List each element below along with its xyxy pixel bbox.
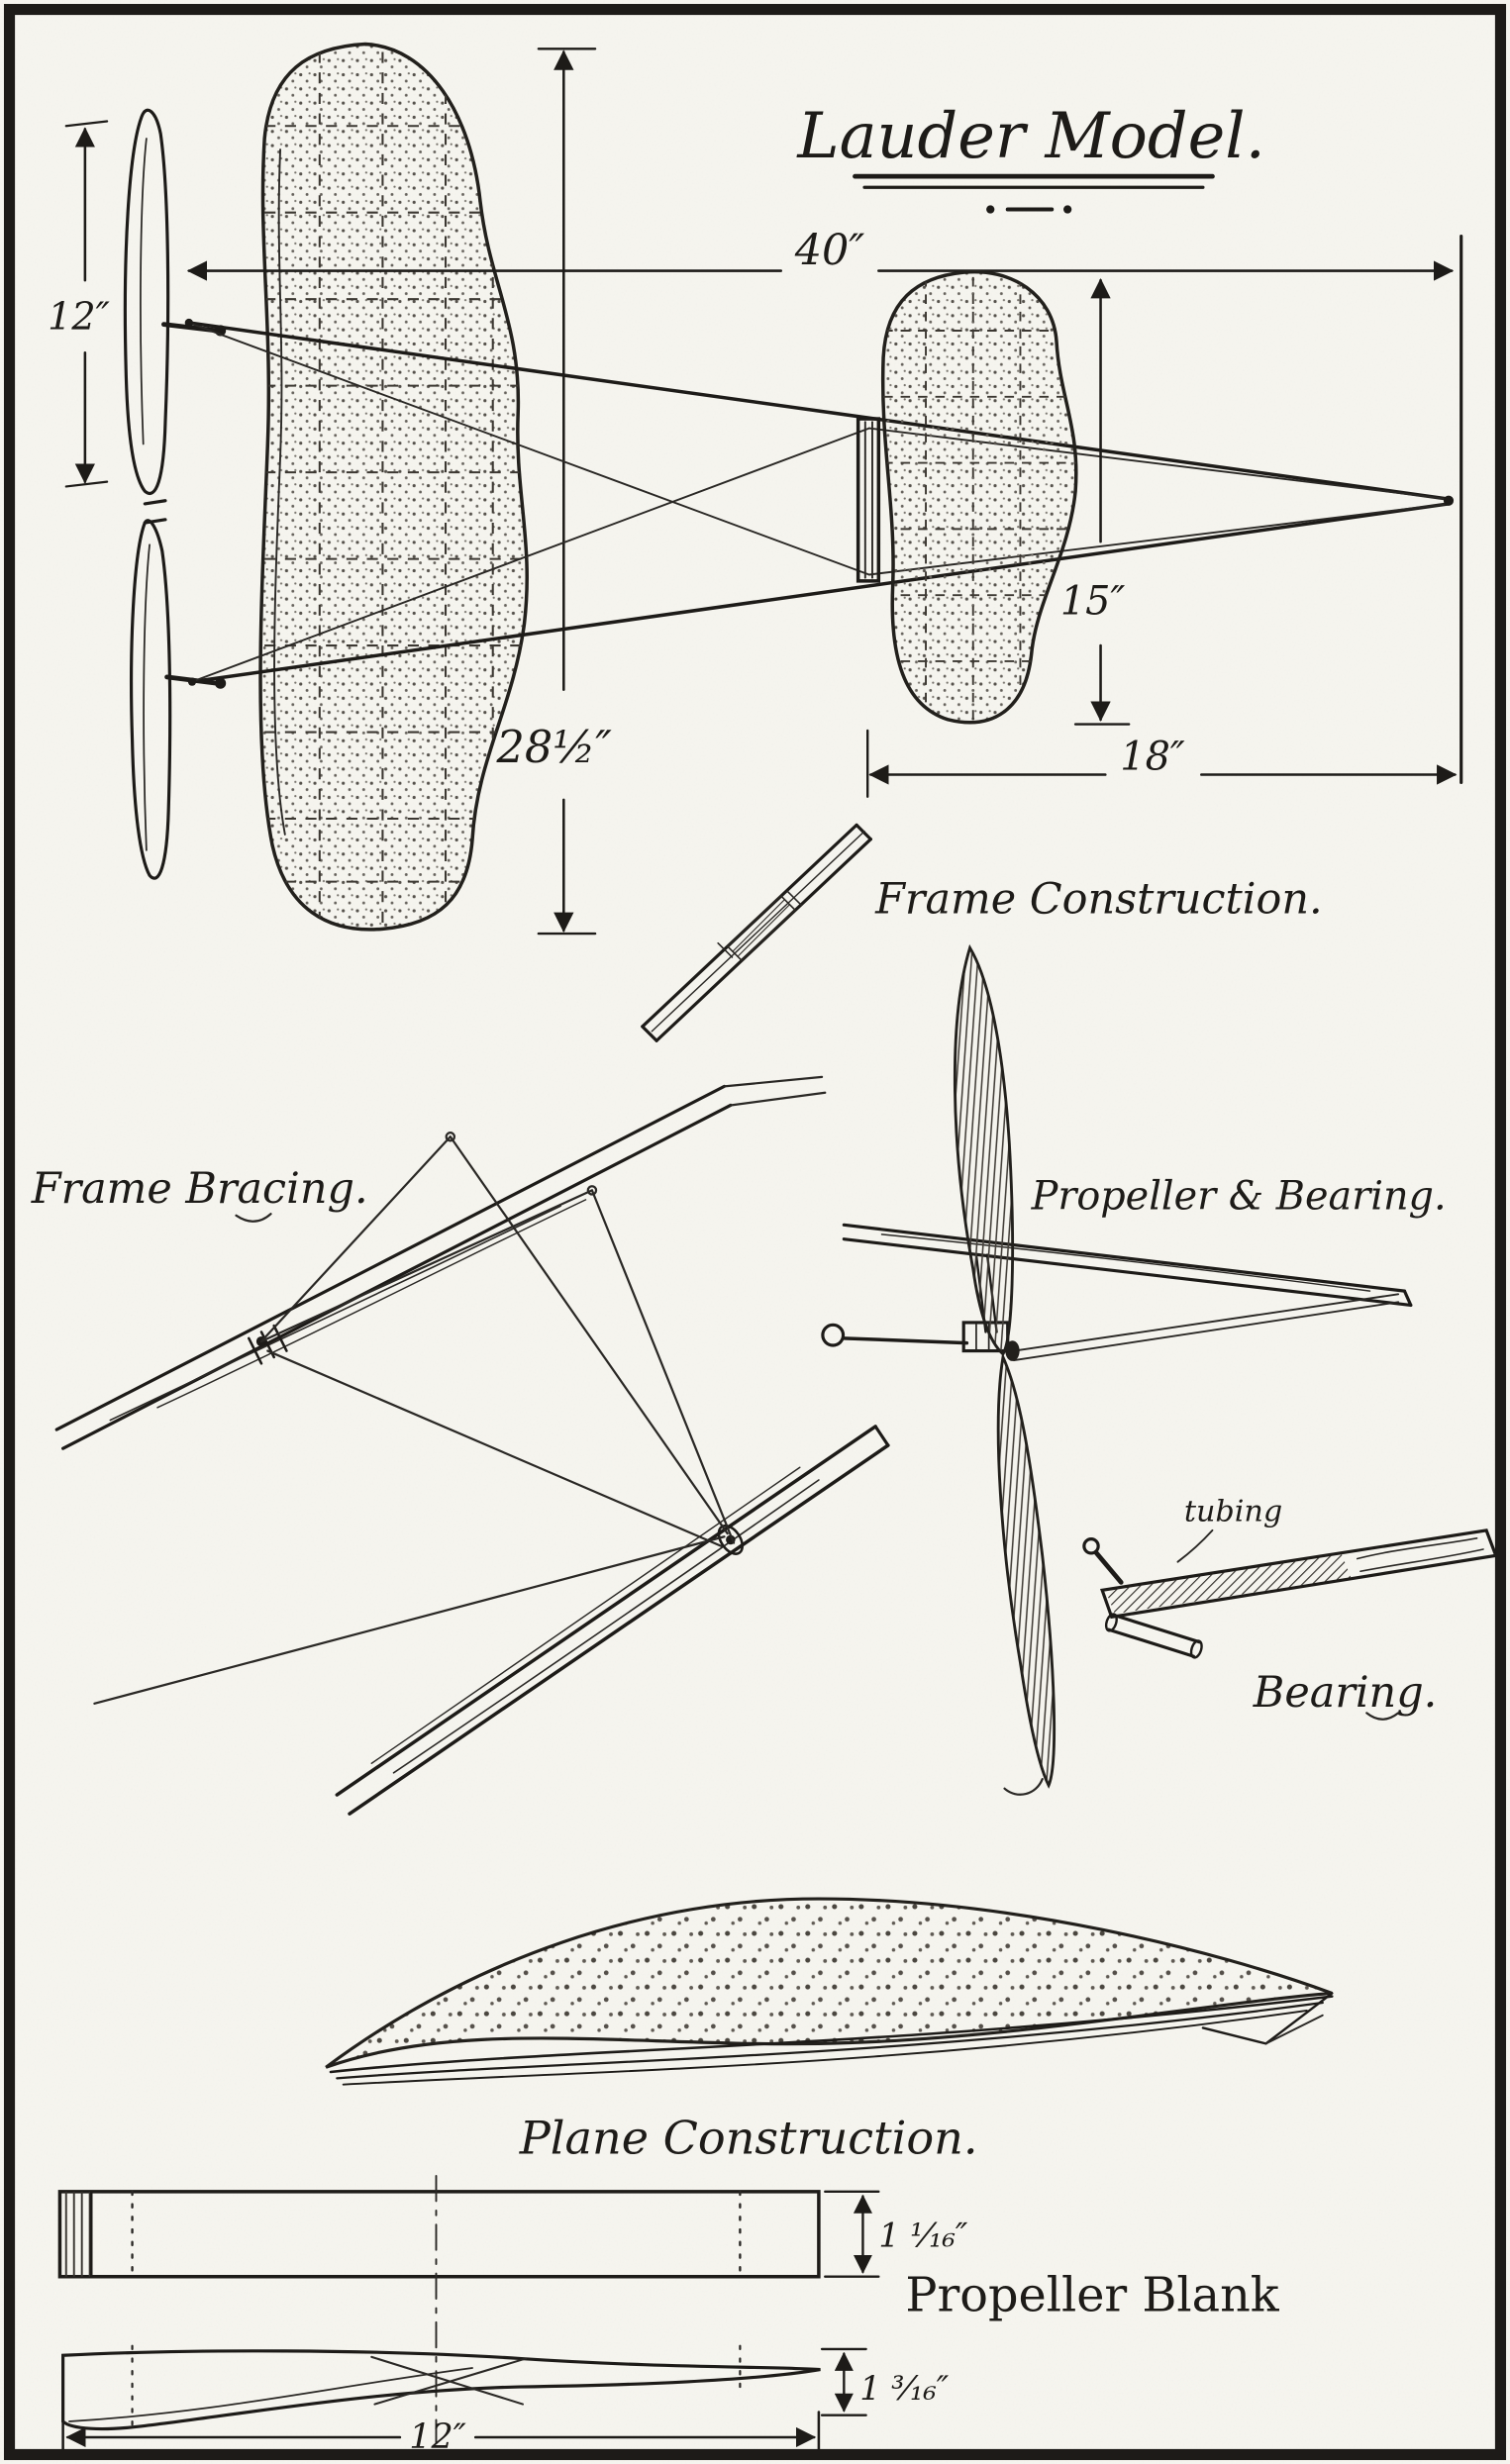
dim-span: 40″ (186, 226, 1463, 785)
rear-wing-rib-grid (882, 271, 1076, 723)
tail-surface (123, 108, 227, 880)
dim-rear-chord: 15″ (1060, 278, 1131, 726)
rear-wing (880, 269, 1078, 725)
frame-bracing-label: Frame Bracing. (31, 1164, 368, 1214)
bracing-wires (93, 1132, 736, 1705)
dim-main-chord-label: 28½″ (496, 723, 613, 773)
dim-blank-length-label: 12″ (409, 2417, 466, 2457)
title-block: Lauder Model. (796, 100, 1265, 214)
dim-rear-chord-label: 15″ (1060, 578, 1126, 624)
dim-blank-depth-top: 1 ¹⁄₁₆″ (824, 2190, 968, 2278)
propeller-bearing-label: Propeller & Bearing. (1031, 1173, 1447, 1219)
sheet-border (3, 3, 1507, 2461)
blank-side-view (61, 2349, 821, 2431)
title-flourish-dot-right (1063, 205, 1072, 214)
dim-blank-depth-top-label: 1 ¹⁄₁₆″ (878, 2217, 968, 2255)
dim-rear-span: 18″ (866, 729, 1458, 798)
propeller-bearing-detail: Propeller & Bearing. (821, 943, 1447, 1796)
title-flourish-dot-left (986, 205, 995, 214)
dim-blank-depth-side-label: 1 ³⁄₁₆″ (859, 2369, 950, 2408)
propeller-blade-lower (996, 1352, 1057, 1789)
propeller-blank-label: Propeller Blank (905, 2269, 1279, 2323)
dim-tail-width-label: 12″ (48, 294, 111, 338)
frame-bracing-detail: Frame Bracing. (31, 1075, 890, 1816)
propeller-hub (1005, 1340, 1020, 1361)
tubing-bearing-detail: tubing Bearing. (1082, 1494, 1498, 1721)
page-title: Lauder Model. (796, 100, 1264, 173)
fuselage-frame (184, 318, 1455, 686)
dim-span-label: 40″ (794, 226, 865, 275)
propeller-hook (821, 1323, 846, 1347)
dim-blank-length: 12″ (61, 2411, 821, 2457)
plane-construction-label: Plane Construction. (519, 2112, 978, 2165)
tubing-label: tubing (1184, 1494, 1282, 1528)
motor-bar (856, 417, 881, 583)
dim-rear-span-label: 18″ (1120, 735, 1185, 780)
frame-construction-detail: Frame Construction. (641, 823, 1323, 1042)
bearing-stick (1100, 1528, 1498, 1620)
propeller-blank-section: 1 ¹⁄₁₆″ Propeller Blank 1 ³⁄₁₆″ 12″ (57, 2174, 1280, 2457)
dim-main-chord: 28½″ (496, 48, 613, 936)
bearing-label: Bearing. (1253, 1668, 1438, 1718)
plane-construction-detail: Plane Construction. (325, 1897, 1334, 2165)
frame-construction-label: Frame Construction. (874, 874, 1323, 924)
dim-tail-width: 12″ (48, 120, 111, 488)
dim-blank-depth-side: 1 ³⁄₁₆″ (820, 2347, 950, 2416)
